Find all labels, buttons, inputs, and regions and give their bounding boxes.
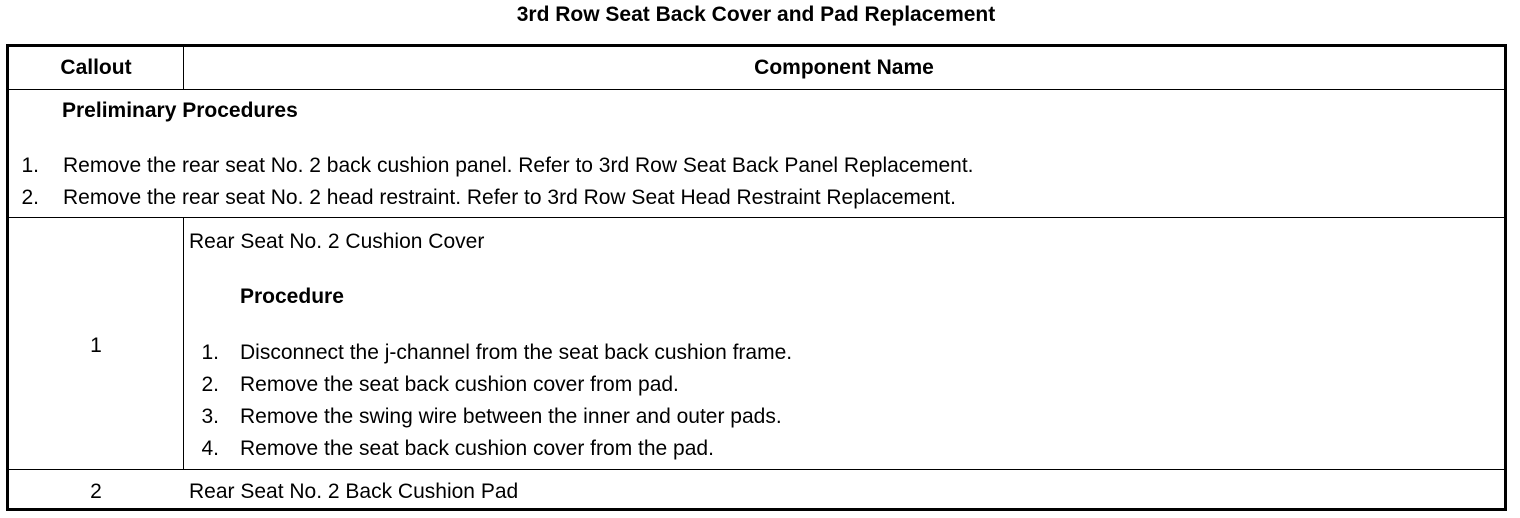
procedure-step-text: Disconnect the j-channel from the seat b…	[240, 341, 793, 364]
header-divider	[183, 47, 184, 89]
procedure-step-number: 3.	[201, 405, 219, 428]
procedure-step-number: 1.	[201, 341, 219, 364]
callout-column-divider	[183, 217, 184, 469]
header-row-border	[9, 89, 1504, 90]
procedure-step-text: Remove the seat back cushion cover from …	[240, 373, 679, 396]
procedure-step-number: 2.	[201, 373, 219, 396]
preliminary-step-text: Remove the rear seat No. 2 back cushion …	[63, 154, 974, 177]
procedure-step-text: Remove the swing wire between the inner …	[240, 405, 782, 428]
header-callout: Callout	[60, 56, 132, 79]
procedure-heading: Procedure	[240, 285, 344, 308]
component-table: Callout Component Name Preliminary Proce…	[6, 44, 1507, 511]
preliminary-heading: Preliminary Procedures	[62, 99, 298, 122]
header-component-name: Component Name	[754, 56, 934, 79]
component-name: Rear Seat No. 2 Cushion Cover	[189, 230, 485, 253]
callout-number: 2	[90, 480, 102, 503]
procedure-step-number: 4.	[201, 437, 219, 460]
callout-number: 1	[90, 334, 102, 357]
component-name: Rear Seat No. 2 Back Cushion Pad	[189, 480, 519, 503]
preliminary-step-number: 2.	[21, 186, 39, 209]
preliminary-row-border	[9, 217, 1504, 218]
preliminary-step-number: 1.	[21, 154, 39, 177]
preliminary-step-text: Remove the rear seat No. 2 head restrain…	[63, 186, 956, 209]
procedure-step-text: Remove the seat back cushion cover from …	[240, 437, 714, 460]
page-title: 3rd Row Seat Back Cover and Pad Replacem…	[516, 3, 996, 26]
row1-border	[9, 469, 1504, 470]
